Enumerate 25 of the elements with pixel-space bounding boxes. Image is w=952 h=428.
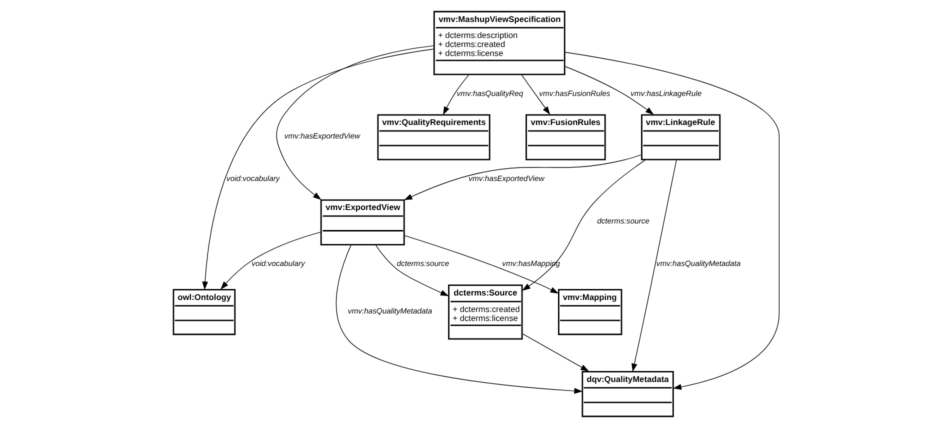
arrow xyxy=(522,334,590,372)
arrow xyxy=(202,48,434,290)
arrow xyxy=(521,74,550,115)
arrow xyxy=(276,45,434,200)
edge-label: vmv:hasQualityMetadata xyxy=(348,306,432,316)
arrow xyxy=(564,52,780,390)
arrow xyxy=(443,74,469,115)
arrow xyxy=(404,154,642,200)
arrow xyxy=(376,245,449,296)
edge-label: vmv:hasExportedView xyxy=(284,131,360,140)
arrow xyxy=(565,66,654,115)
edge-label: dcterms:source xyxy=(597,216,650,226)
edge-label: vmv:hasExportedView xyxy=(468,174,544,184)
arrow xyxy=(404,235,559,294)
edge-label: vmv:hasQualityMetadata xyxy=(656,259,741,268)
edge-label: vmv:hasQualityReq xyxy=(456,88,524,98)
arrow xyxy=(336,245,583,394)
edge-label: void:vocabulary xyxy=(226,174,280,184)
edge-label: vmv:hasLinkageRule xyxy=(630,88,702,98)
arrow xyxy=(220,232,321,290)
edge-label: vmv:hasFusionRules xyxy=(539,88,610,98)
arrow xyxy=(632,160,677,372)
edge-label: void:vocabulary xyxy=(252,259,305,268)
arrow xyxy=(522,160,646,291)
edge-label: dcterms:source xyxy=(396,259,450,268)
